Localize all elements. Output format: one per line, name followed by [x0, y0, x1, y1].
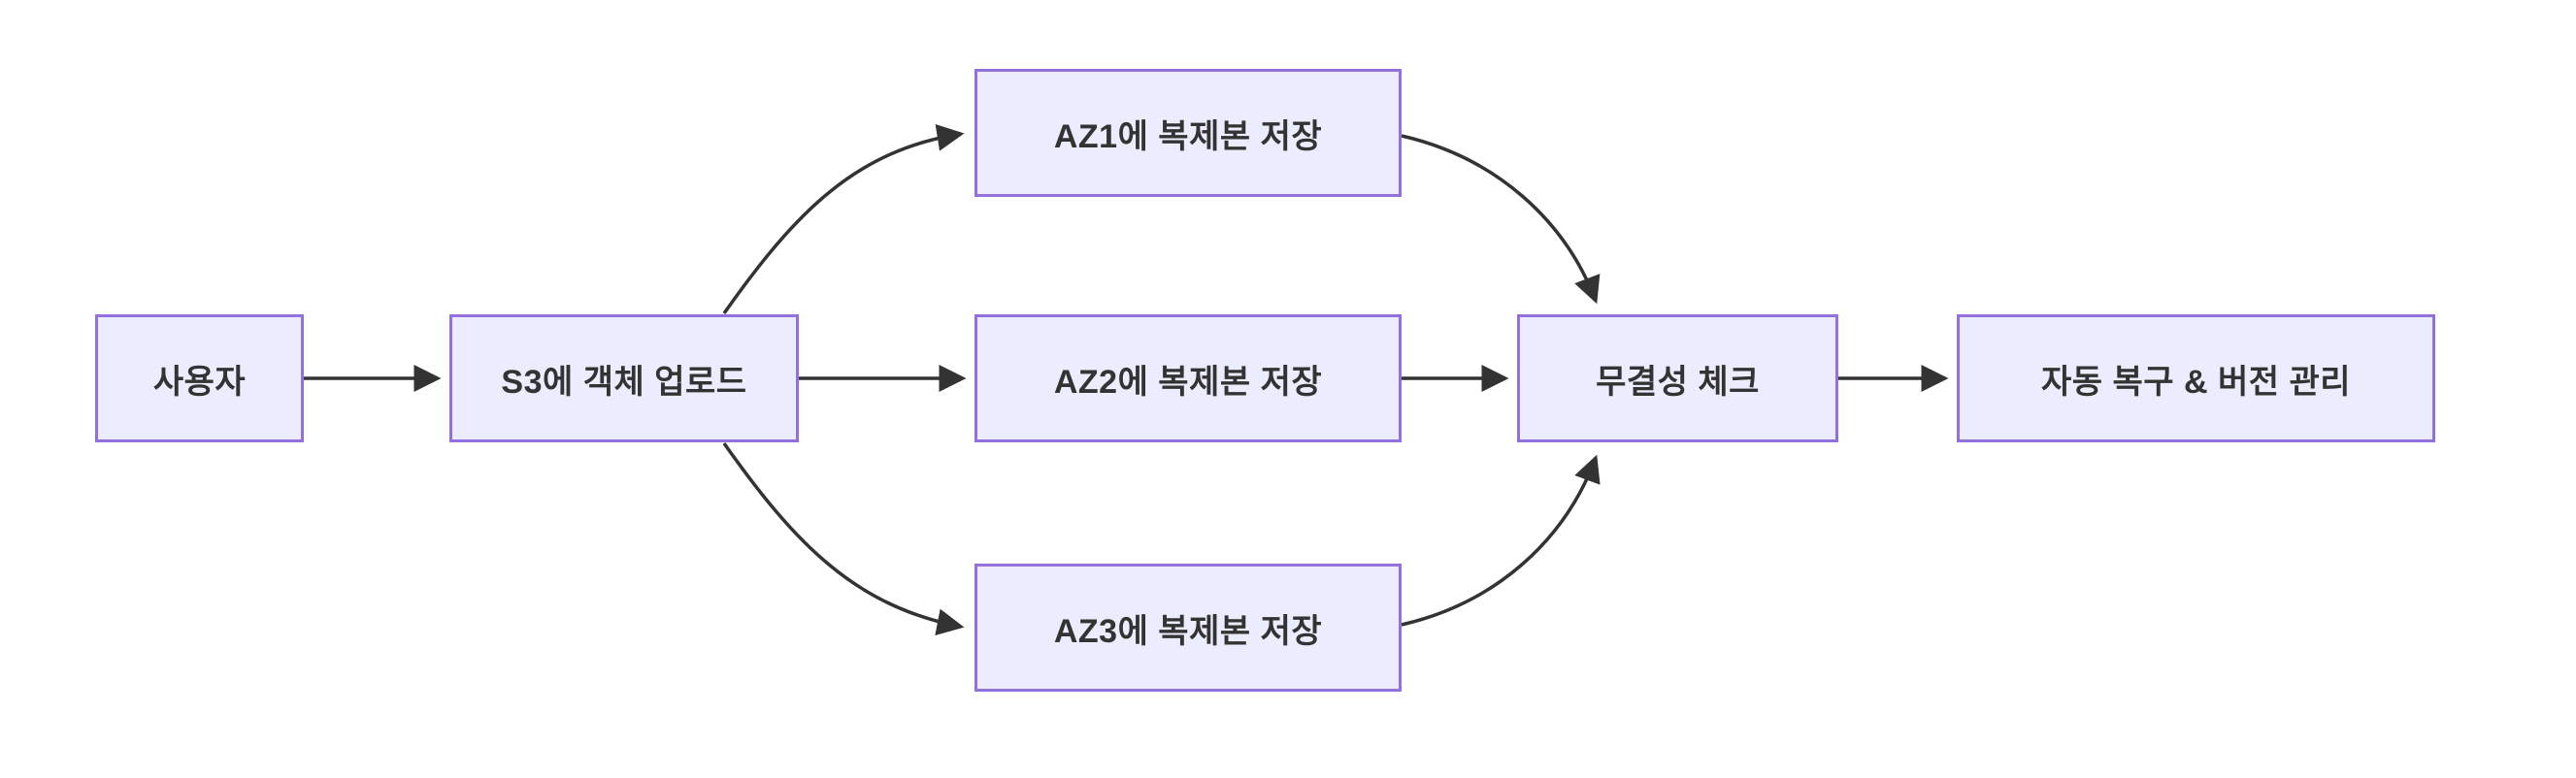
node-integrity-check: 무결성 체크 — [1517, 314, 1838, 442]
node-s3-upload-label: S3에 객체 업로드 — [501, 363, 747, 401]
node-az3-replica-label: AZ3에 복제본 저장 — [1053, 612, 1323, 650]
arrow-s3-to-az3 — [722, 441, 965, 636]
node-az1-replica-label: AZ1에 복제본 저장 — [1053, 117, 1323, 155]
arrow-s3-to-az1 — [722, 123, 965, 315]
arrow-az1-to-integrity — [1401, 134, 1601, 305]
node-az1-replica: AZ1에 복제본 저장 — [974, 69, 1402, 197]
node-integrity-check-label: 무결성 체크 — [1596, 363, 1760, 401]
node-auto-recovery-label: 자동 복구 & 버전 관리 — [2040, 363, 2352, 401]
arrow-az3-to-integrity — [1401, 454, 1601, 627]
node-az2-replica-label: AZ2에 복제본 저장 — [1053, 363, 1323, 401]
node-az2-replica: AZ2에 복제본 저장 — [974, 314, 1402, 442]
node-auto-recovery: 자동 복구 & 버전 관리 — [1957, 314, 2435, 442]
node-s3-upload: S3에 객체 업로드 — [449, 314, 799, 442]
node-user: 사용자 — [95, 314, 304, 442]
node-user-label: 사용자 — [152, 363, 247, 401]
node-az3-replica: AZ3에 복제본 저장 — [974, 564, 1402, 692]
